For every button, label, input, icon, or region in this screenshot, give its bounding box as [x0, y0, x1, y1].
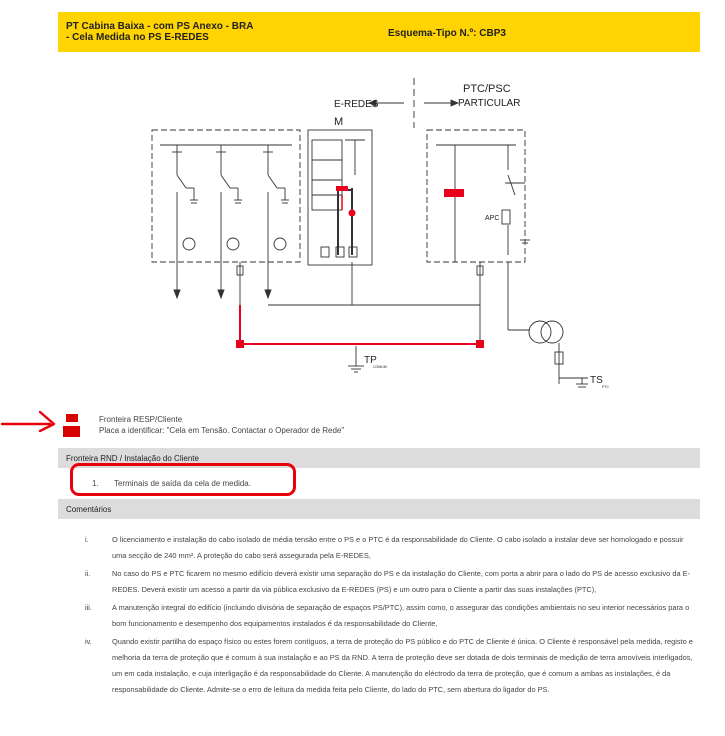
- highlight-oval: [70, 463, 296, 496]
- header-title-line1: PT Cabina Baixa - com PS Anexo - BRA: [66, 21, 254, 32]
- label-ts-sub: PTC: [602, 385, 609, 389]
- earth-bus: [236, 186, 484, 348]
- legend-line2: Placa a identificar: "Cela em Tensão. Co…: [99, 426, 345, 435]
- comment-text: No caso do PS e PTC ficarem no mesmo edi…: [112, 569, 690, 594]
- comment-item: i. O licenciamento e instalação do cabo …: [85, 532, 695, 564]
- comment-text: A manutenção integral do edifício (inclu…: [112, 603, 690, 628]
- header-title: PT Cabina Baixa - com PS Anexo - BRA - C…: [66, 21, 296, 43]
- section-fronteira-title: Fronteira RND / Instalação do Cliente: [66, 454, 199, 463]
- label-m: M: [334, 116, 343, 128]
- document-header: PT Cabina Baixa - com PS Anexo - BRA - C…: [58, 12, 700, 52]
- header-esquema: Esquema-Tipo N.º: CBP3: [388, 28, 506, 39]
- single-line-diagram: E-REDES PTC/PSC PARTICULAR M APC TP COMU…: [151, 78, 609, 389]
- comment-number: i.: [85, 535, 89, 544]
- legend-marker-icon: [66, 414, 78, 422]
- legend-line1: Fronteira RESP/Cliente: [99, 415, 183, 424]
- comment-text: O licenciamento e instalação do cabo iso…: [112, 535, 684, 560]
- label-tp: TP: [364, 355, 377, 366]
- label-ts: TS: [590, 375, 603, 386]
- section-comentarios-title: Comentários: [66, 505, 112, 514]
- list-item-number: 1.: [92, 479, 99, 488]
- legend: Fronteira RESP/Cliente Placa a identific…: [99, 414, 344, 436]
- comment-item: iii. A manutenção integral do edifício (…: [85, 600, 695, 632]
- comment-item: ii. No caso do PS e PTC ficarem no mesmo…: [85, 566, 695, 598]
- section-comentarios: Comentários: [58, 499, 700, 519]
- label-apc: APC: [485, 215, 499, 222]
- comment-text: Quando existir partilha do espaço físico…: [112, 637, 693, 694]
- comment-number: iii.: [85, 603, 92, 612]
- list-item: 1. Terminais de saída da cela de medida.: [92, 479, 251, 488]
- comment-number: iv.: [85, 637, 92, 646]
- comment-number: ii.: [85, 569, 91, 578]
- arrow-annotation-icon: [0, 410, 56, 433]
- label-eredes: E-REDES: [334, 99, 379, 110]
- legend-plate-icon: [63, 426, 80, 437]
- comments-list: i. O licenciamento e instalação do cabo …: [85, 532, 695, 700]
- label-particular: PARTICULAR: [458, 98, 520, 109]
- header-title-line2: - Cela Medida no PS E-REDES: [66, 32, 209, 43]
- label-ptc: PTC/PSC: [463, 83, 511, 95]
- comment-item: iv. Quando existir partilha do espaço fí…: [85, 634, 695, 698]
- label-tp-sub: COMUM: [373, 365, 387, 369]
- list-item-text: Terminais de saída da cela de medida.: [114, 479, 251, 488]
